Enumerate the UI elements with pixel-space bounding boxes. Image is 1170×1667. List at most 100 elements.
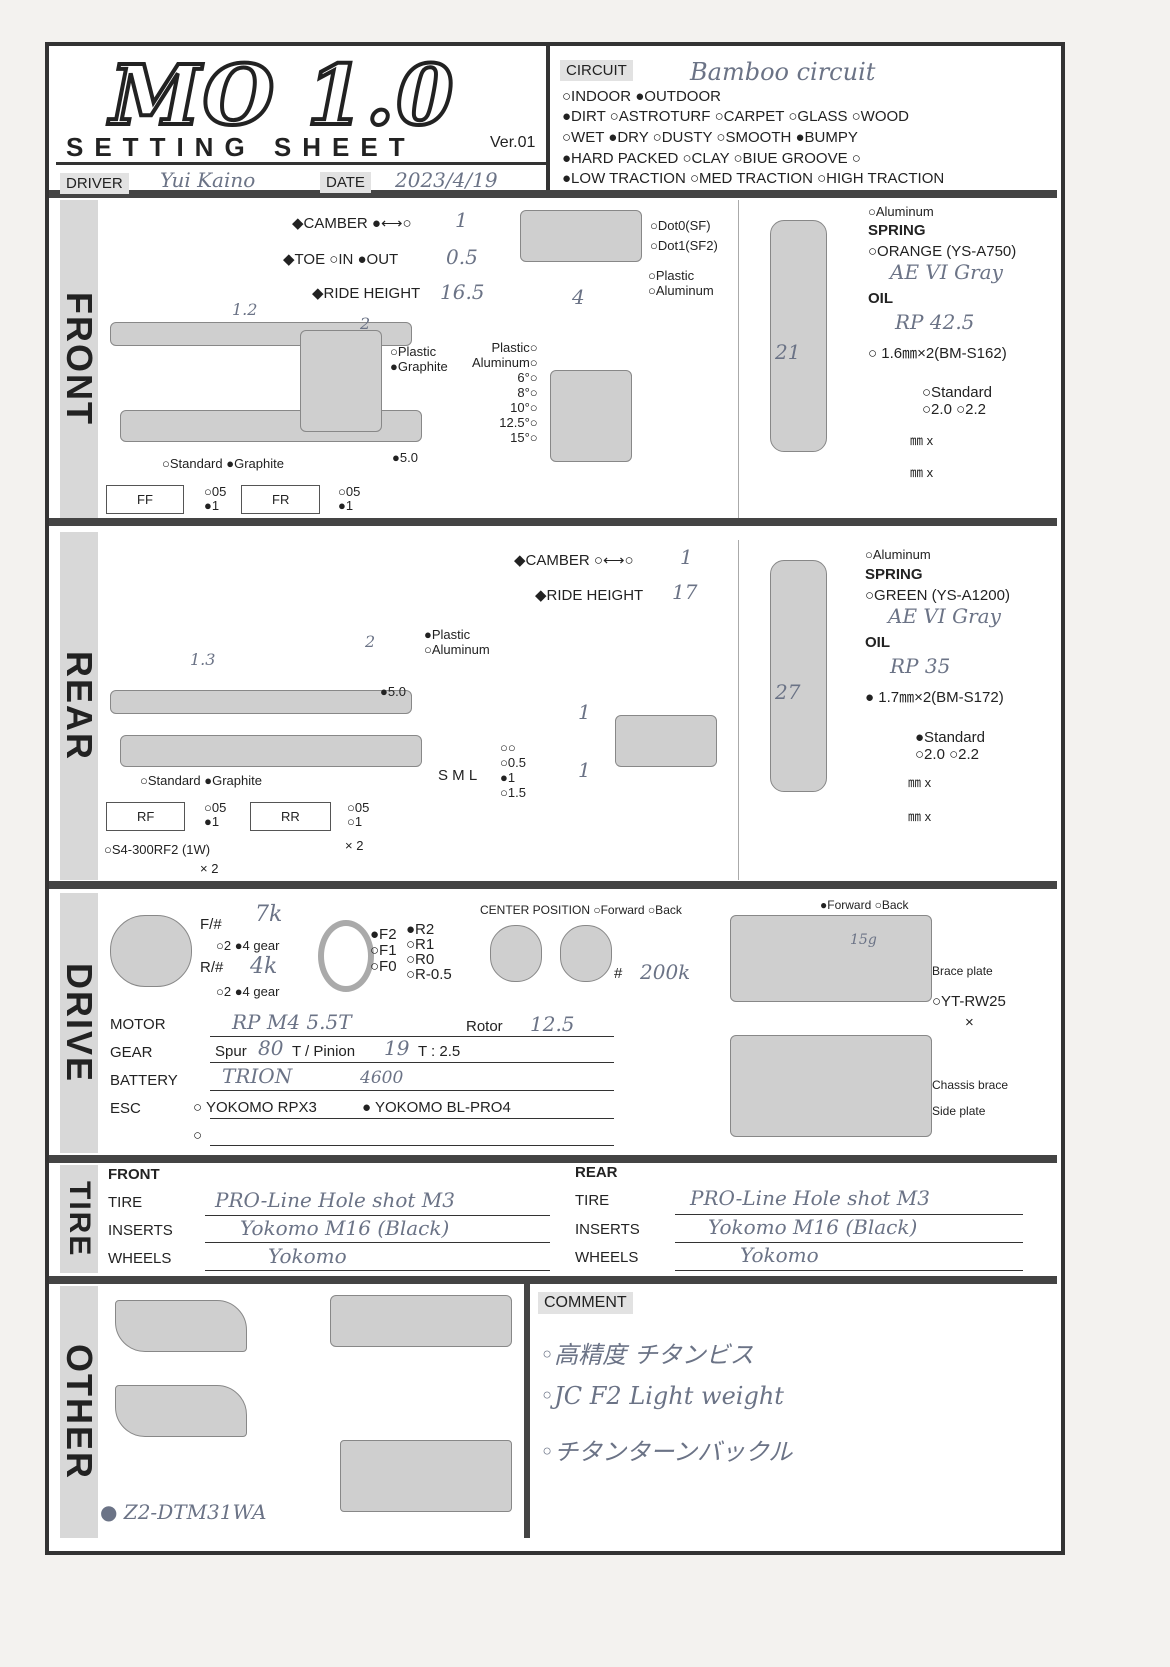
comment-2[interactable]: ◦JC F2 Light weight bbox=[540, 1382, 784, 1410]
fr-options[interactable]: ○05 ●1 bbox=[338, 484, 361, 513]
f-inserts-value[interactable]: Yokomo M16 (Black) bbox=[240, 1216, 450, 1240]
rear-ride-value[interactable]: 17 bbox=[672, 580, 698, 604]
rear-link2[interactable]: 2 bbox=[365, 632, 376, 651]
front-spring-value[interactable]: AE VI Gray bbox=[890, 260, 1003, 284]
caster-options[interactable]: Plastic○ Aluminum○ 6°○ 8°○ 10°○ 12.5°○ 1… bbox=[472, 340, 538, 445]
front-arm-material[interactable]: ○Plastic ○Aluminum bbox=[648, 268, 714, 298]
body-value[interactable]: ● Z2-DTM31WA bbox=[100, 1500, 267, 1524]
rear-count1[interactable]: 1 bbox=[578, 700, 591, 724]
wing-option-1[interactable] bbox=[115, 1300, 247, 1352]
circuit-traction[interactable]: ●LOW TRACTION ○MED TRACTION ○HIGH TRACTI… bbox=[562, 170, 945, 187]
f-wheels-value[interactable]: Yokomo bbox=[268, 1244, 347, 1268]
diff-r-label: R/# bbox=[200, 959, 224, 976]
motor-value[interactable]: RP M4 5.5T bbox=[232, 1010, 352, 1034]
rear-shock-std[interactable]: ●Standard ○2.0 ○2.2 bbox=[915, 729, 985, 763]
rear-arm-type[interactable]: ○Standard ●Graphite bbox=[140, 773, 262, 788]
diff-r-gear[interactable]: ○2 ●4 gear bbox=[216, 984, 280, 999]
circuit-condition[interactable]: ○WET ●DRY ○DUSTY ○SMOOTH ●BUMPY bbox=[562, 129, 858, 146]
diff-r-options[interactable]: ●R2 ○R1 ○R0 ○R-0.5 bbox=[406, 921, 452, 983]
rear-link1[interactable]: 1.3 bbox=[190, 650, 216, 669]
bumper-part bbox=[340, 1440, 512, 1512]
brace-plate: Brace plate bbox=[932, 964, 993, 978]
front-camber-value[interactable]: 1 bbox=[455, 208, 468, 232]
r-wheels-value[interactable]: Yokomo bbox=[740, 1243, 819, 1267]
rear-x2-a[interactable]: × 2 bbox=[345, 838, 364, 853]
circuit-type[interactable]: ●HARD PACKED ○CLAY ○BIUE GROOVE ○ bbox=[562, 150, 861, 167]
front-toe-value[interactable]: 0.5 bbox=[446, 245, 478, 269]
rear-x2-b[interactable]: × 2 bbox=[200, 861, 219, 876]
dot1[interactable]: ○Dot1(SF2) bbox=[650, 238, 718, 253]
comment-1[interactable]: ◦高精度 チタンビス bbox=[540, 1341, 754, 1369]
circuit-name[interactable]: Bamboo circuit bbox=[690, 58, 876, 86]
front-oil-value[interactable]: RP 42.5 bbox=[895, 310, 975, 334]
ff-options[interactable]: ○05 ●1 bbox=[204, 484, 227, 513]
rear-oil-value[interactable]: RP 35 bbox=[890, 654, 951, 678]
front-spring-color[interactable]: ○ORANGE (YS-A750) bbox=[868, 243, 1017, 260]
rear-shock-length[interactable]: 27 bbox=[775, 680, 801, 704]
center-value[interactable]: 200k bbox=[640, 960, 691, 984]
battery-value[interactable]: TRION bbox=[222, 1064, 293, 1088]
rear-shock-aluminum[interactable]: ○Aluminum bbox=[865, 547, 931, 562]
wing-option-2[interactable] bbox=[115, 1385, 247, 1437]
circuit-venue[interactable]: ○INDOOR ●OUTDOOR bbox=[562, 88, 721, 105]
rotor-label: Rotor bbox=[466, 1018, 503, 1035]
rear-piston[interactable]: ● 1.7㎜×2(BM-S172) bbox=[865, 689, 1004, 706]
driver-value[interactable]: Yui Kaino bbox=[160, 168, 256, 192]
rotor-value[interactable]: 12.5 bbox=[530, 1012, 575, 1036]
rf-options[interactable]: ○05 ●1 bbox=[204, 800, 227, 829]
front-piston[interactable]: ○ 1.6㎜×2(BM-S162) bbox=[868, 345, 1007, 362]
front-mmx2: ㎜ x bbox=[910, 465, 934, 480]
rear-count2[interactable]: 1 bbox=[578, 758, 591, 782]
r-inserts-value[interactable]: Yokomo M16 (Black) bbox=[708, 1215, 918, 1239]
diff-r-value[interactable]: 4k bbox=[250, 954, 278, 979]
f-tire-label: TIRE bbox=[108, 1194, 143, 1211]
rear-offsets[interactable]: ○○ ○0.5 ●1 ○1.5 bbox=[500, 740, 526, 800]
chassis-num[interactable]: 15g bbox=[850, 932, 877, 948]
rear-arm-part bbox=[120, 735, 422, 767]
ff-block[interactable]: FF bbox=[106, 485, 184, 514]
diff-f-gear[interactable]: ○2 ●4 gear bbox=[216, 938, 280, 953]
date-value[interactable]: 2023/4/19 bbox=[395, 168, 498, 192]
front-steer[interactable]: 4 bbox=[572, 285, 585, 309]
fr-block[interactable]: FR bbox=[241, 485, 321, 514]
front-shock-length[interactable]: 21 bbox=[775, 340, 801, 364]
diff-f-value[interactable]: 7k bbox=[255, 902, 283, 927]
comment-3[interactable]: ◦チタンターンバックル bbox=[540, 1438, 793, 1466]
esc-rpx3[interactable]: ○ YOKOMO RPX3 bbox=[193, 1099, 317, 1116]
front-hub-part bbox=[300, 330, 382, 432]
front-hub-material[interactable]: ○Plastic ●Graphite bbox=[390, 344, 448, 374]
front-shock-std[interactable]: ○Standard ○2.0 ○2.2 bbox=[922, 384, 992, 418]
pinion-value[interactable]: 19 bbox=[384, 1036, 410, 1060]
esc-blpro4[interactable]: ● YOKOMO BL-PRO4 bbox=[362, 1099, 511, 1116]
rear-camber-value[interactable]: 1 bbox=[680, 545, 693, 569]
battery-capacity[interactable]: 4600 bbox=[360, 1068, 404, 1088]
chassis-top-part bbox=[730, 915, 932, 1002]
yt-rw25[interactable]: ○YT-RW25 bbox=[932, 993, 1006, 1010]
rr-block[interactable]: RR bbox=[250, 802, 331, 831]
r-tire-value[interactable]: PRO-Line Hole shot M3 bbox=[690, 1186, 931, 1210]
spur-value[interactable]: 80 bbox=[258, 1036, 284, 1060]
rf-block[interactable]: RF bbox=[106, 802, 186, 831]
rr-options[interactable]: ○05 ○1 bbox=[347, 800, 370, 829]
chassis-fb[interactable]: ●Forward ○Back bbox=[820, 898, 909, 912]
diff-f-label: F/# bbox=[200, 916, 222, 933]
front-five[interactable]: ●5.0 bbox=[392, 450, 418, 465]
rear-hub-material[interactable]: ●Plastic ○Aluminum bbox=[424, 627, 490, 657]
rear-sml[interactable]: S M L bbox=[438, 767, 478, 784]
rear-s4-option[interactable]: ○S4-300RF2 (1W) bbox=[104, 842, 211, 857]
dot0[interactable]: ○Dot0(SF) bbox=[650, 218, 711, 233]
front-ride-value[interactable]: 16.5 bbox=[440, 280, 485, 304]
f-tire-value[interactable]: PRO-Line Hole shot M3 bbox=[215, 1188, 456, 1212]
circuit-surface[interactable]: ●DIRT ○ASTROTURF ○CARPET ○GLASS ○WOOD bbox=[562, 108, 910, 125]
diff-f-options[interactable]: ●F2 ○F1 ○F0 bbox=[370, 926, 397, 975]
rear-spring-value[interactable]: AE VI Gray bbox=[888, 604, 1001, 628]
front-arm-type[interactable]: ○Standard ●Graphite bbox=[162, 456, 284, 471]
esc-other[interactable]: ○ bbox=[193, 1127, 203, 1144]
center-position[interactable]: CENTER POSITION ○Forward ○Back bbox=[480, 903, 682, 917]
front-link1[interactable]: 1.2 bbox=[232, 300, 258, 319]
front-shock-aluminum[interactable]: ○Aluminum bbox=[868, 204, 934, 219]
rear-five[interactable]: ●5.0 bbox=[380, 684, 406, 699]
front-toe-label: ◆TOE ○IN ●OUT bbox=[283, 251, 399, 268]
front-link2[interactable]: 2 bbox=[360, 314, 371, 333]
rear-spring-color[interactable]: ○GREEN (YS-A1200) bbox=[865, 587, 1010, 604]
